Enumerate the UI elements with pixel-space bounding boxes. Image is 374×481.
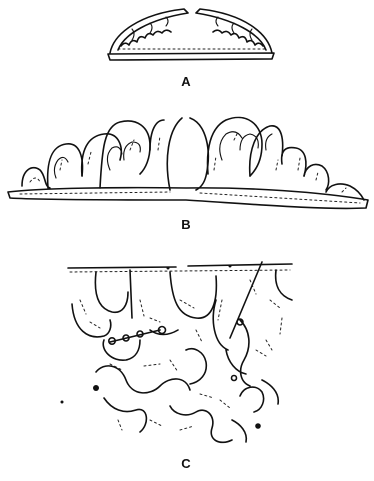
panel-a-drawing xyxy=(108,9,274,60)
panel-b-drawing xyxy=(8,117,368,208)
panel-label-c: C xyxy=(181,456,191,471)
panel-label-b: B xyxy=(181,217,190,232)
panel-label-a: A xyxy=(181,74,191,89)
panel-c-drawing xyxy=(61,262,293,442)
